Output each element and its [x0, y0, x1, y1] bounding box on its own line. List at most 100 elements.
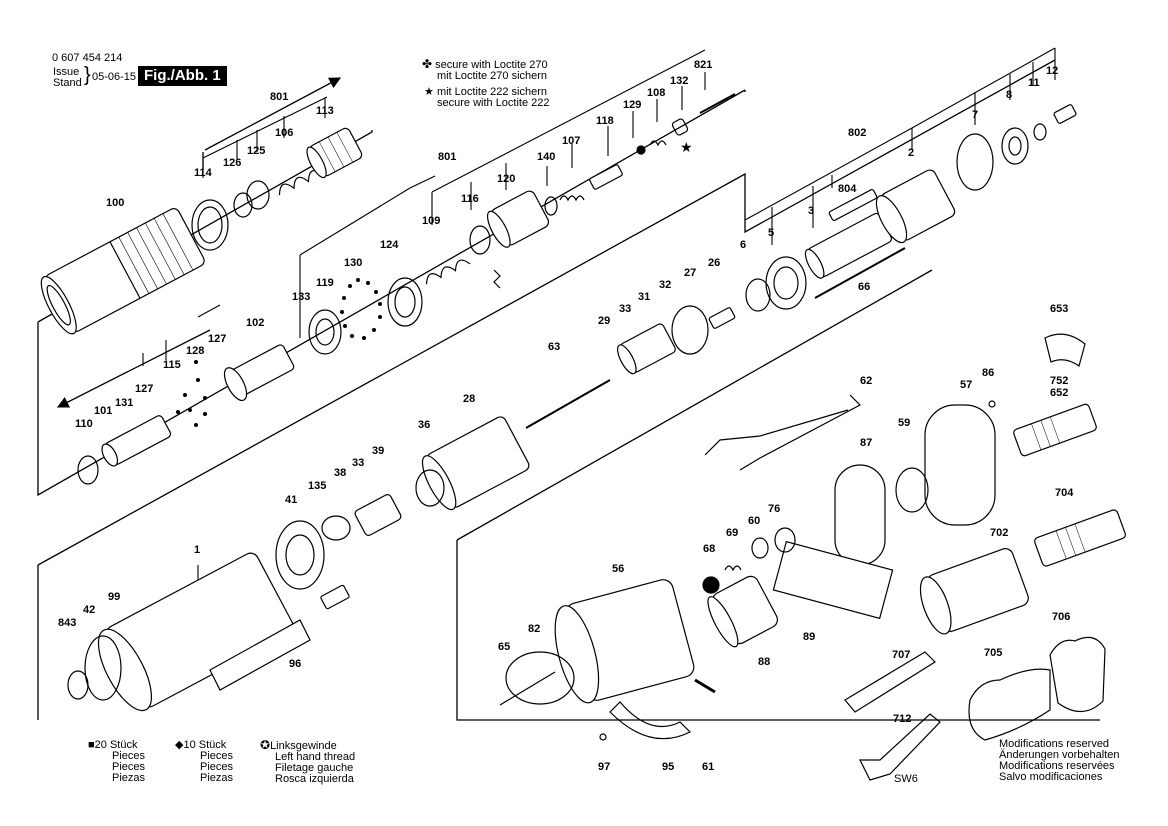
part-124-label: 124 — [380, 239, 399, 251]
valve-parts: ★ — [308, 93, 736, 355]
part-100-label: 100 — [106, 197, 124, 209]
legend-20-pieces: ■20 Stück Pieces Pieces Piezas — [88, 740, 145, 784]
part-65-label: 65 — [498, 641, 510, 653]
part-128-label: 128 — [186, 345, 204, 357]
sw6-label: SW6 — [894, 773, 918, 785]
part-69-label: 69 — [726, 527, 738, 539]
part-119-label: 119 — [316, 277, 334, 289]
part-66-label: 66 — [858, 281, 870, 293]
part-32-label: 32 — [659, 279, 671, 291]
part-821-label: 821 — [694, 59, 712, 71]
part-42-label: 42 — [83, 604, 95, 616]
part-702-label: 702 — [990, 527, 1008, 539]
part-38-label: 38 — [334, 467, 346, 479]
leader-lines — [142, 47, 1056, 590]
part-3-label: 3 — [808, 205, 814, 217]
legend-lt-line1: Linksgewinde — [270, 740, 337, 752]
ball-set — [340, 278, 382, 340]
part-131-label: 131 — [115, 397, 133, 409]
part-28-label: 28 — [463, 393, 475, 405]
part-653-label: 653 — [1050, 303, 1068, 315]
svg-text:★: ★ — [680, 139, 693, 155]
part-87-label: 87 — [860, 437, 872, 449]
part-68-label: 68 — [703, 543, 715, 555]
rings-top — [191, 127, 363, 251]
legend-10-line2: Pieces — [200, 750, 234, 762]
part-125-label: 125 — [247, 145, 265, 157]
legend-10-pieces: ◆10 Stück Pieces Pieces Piezas — [175, 740, 233, 784]
part-802-label: 802 — [848, 127, 866, 139]
figure-label: Fig./Abb. 1 — [138, 66, 227, 86]
legend-10-line1: 10 Stück — [183, 739, 227, 751]
square-icon: ■ — [88, 739, 95, 751]
housing-parts — [67, 416, 530, 712]
loctite-270-icon: ✤ — [422, 57, 433, 71]
loctite-222-note: ★ mit Loctite 222 sichern secure with Lo… — [424, 87, 550, 109]
part-110-label: 110 — [75, 418, 93, 430]
part-133-label: 133 — [292, 291, 310, 303]
issue-label: Issue — [53, 66, 80, 78]
part-76-label: 76 — [768, 503, 780, 515]
part-801a-label: 801 — [270, 91, 288, 103]
part-27-label: 27 — [684, 267, 696, 279]
motor-parts — [525, 104, 1077, 429]
part-8-label: 8 — [1006, 89, 1012, 101]
part-804-label: 804 — [838, 183, 857, 195]
part-102-label: 102 — [246, 317, 264, 329]
part-number-labels: 100 114 126 125 106 113 801 801 140 107 … — [58, 59, 1074, 785]
part-129-label: 129 — [623, 99, 641, 111]
part-88-label: 88 — [758, 656, 770, 668]
part-101-label: 101 — [94, 405, 112, 417]
legend-10-line3: Pieces — [200, 761, 234, 773]
assembly-frame-lines — [37, 59, 1100, 721]
part-1-label: 1 — [194, 544, 200, 556]
brace-glyph: } — [84, 64, 91, 86]
spindle-parts — [77, 344, 295, 485]
part-652-label: 652 — [1050, 387, 1068, 399]
handle-parts — [499, 333, 1126, 781]
legend-lt-line3: Filetage gauche — [275, 762, 354, 774]
legend-20-line2: Pieces — [112, 750, 146, 762]
part-36-label: 36 — [418, 419, 430, 431]
part-707-label: 707 — [892, 649, 910, 661]
legend-lt-line4: Rosca izquierda — [275, 773, 354, 785]
doc-number: 0 607 454 214 — [52, 52, 123, 64]
legend-lt-line2: Left hand thread — [275, 751, 356, 763]
part-7-label: 7 — [972, 109, 978, 121]
mods-line1: Modifications reserved — [999, 738, 1110, 750]
part-99-label: 99 — [108, 591, 120, 603]
part-109-label: 109 — [422, 215, 440, 227]
part-140-label: 140 — [537, 151, 555, 163]
part-31-label: 31 — [638, 291, 650, 303]
part-11-label: 11 — [1028, 77, 1040, 89]
star-icon: ★ — [424, 86, 434, 98]
stand-label: Stand — [53, 77, 82, 89]
loctite-270-note: ✤ secure with Loctite 270 mit Loctite 27… — [422, 57, 548, 82]
part-132-label: 132 — [670, 75, 688, 87]
part-108-label: 108 — [647, 87, 665, 99]
part-86-label: 86 — [982, 367, 994, 379]
part-89-label: 89 — [803, 631, 815, 643]
part-6-label: 6 — [740, 239, 746, 251]
part-59-label: 59 — [898, 417, 910, 429]
part-705-label: 705 — [984, 647, 1002, 659]
part-33b-label: 33 — [352, 457, 364, 469]
part-712-label: 712 — [893, 713, 911, 725]
part-114-label: 114 — [194, 167, 213, 179]
part-62-label: 62 — [860, 375, 872, 387]
part-57-label: 57 — [960, 379, 972, 391]
part-29-label: 29 — [598, 315, 610, 327]
legend-left-thread: ✪Linksgewinde Left hand thread Filetage … — [260, 739, 356, 785]
part-116-label: 116 — [461, 193, 479, 205]
loctite-270-line2: mit Loctite 270 sichern — [437, 70, 548, 82]
issue-date: 05-06-15 — [92, 71, 137, 83]
part-39-label: 39 — [372, 445, 384, 457]
loctite-270-line1: secure with Loctite 270 — [435, 59, 548, 71]
part-130-label: 130 — [344, 257, 362, 269]
mods-line4: Salvo modificaciones — [999, 771, 1103, 783]
part-5-label: 5 — [768, 227, 774, 239]
mods-line2: Änderungen vorbehalten — [999, 749, 1120, 761]
part-95-label: 95 — [662, 761, 674, 773]
part-96-label: 96 — [289, 658, 301, 670]
